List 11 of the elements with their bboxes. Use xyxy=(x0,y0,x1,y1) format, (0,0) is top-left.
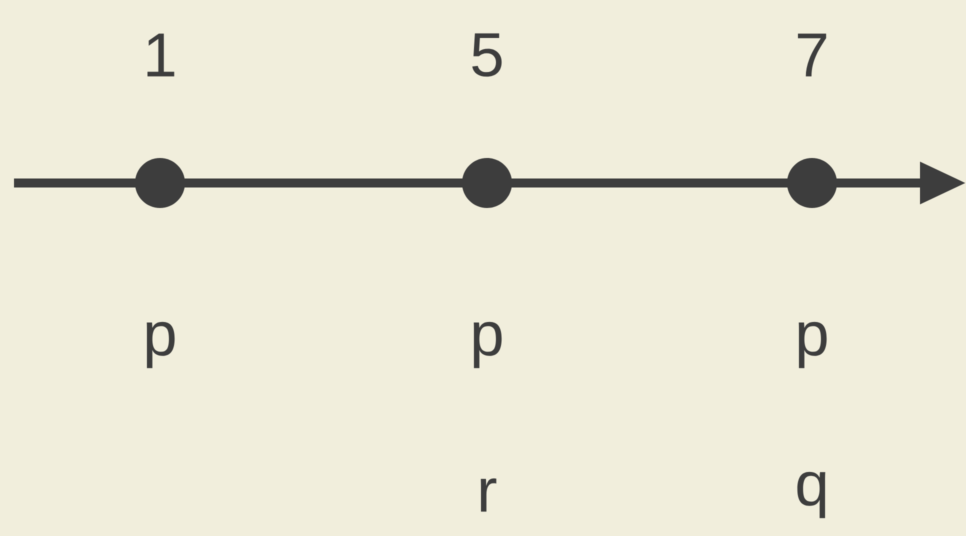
letter-label: q xyxy=(797,472,826,518)
dot xyxy=(135,158,185,208)
number-label: 5 xyxy=(472,33,502,77)
letter-label: r xyxy=(480,478,496,512)
letter-label: p xyxy=(474,322,502,368)
letter-label: p xyxy=(146,322,175,368)
dot xyxy=(462,158,512,208)
dot xyxy=(787,158,837,208)
letter-label: p xyxy=(798,322,827,368)
number-label: 7 xyxy=(798,34,826,76)
number-label: 1 xyxy=(147,34,174,76)
